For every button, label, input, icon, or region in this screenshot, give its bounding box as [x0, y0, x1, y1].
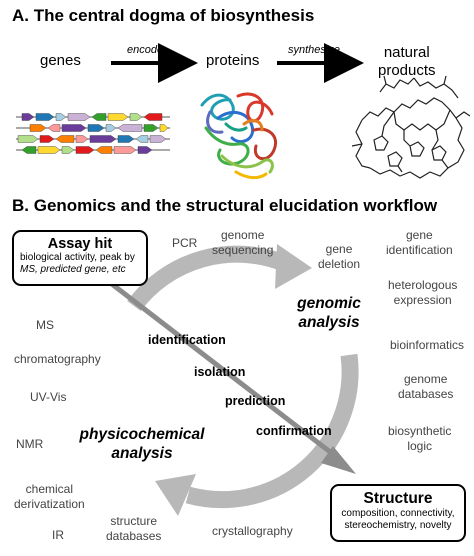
gene-arrow [67, 113, 91, 121]
term-gene-deletion-line-2: deletion [318, 257, 361, 271]
term-gene-deletion: gene deletion [318, 242, 360, 272]
term-gene-identification: gene identification [386, 228, 453, 258]
step-prediction: prediction [225, 394, 286, 408]
section-b-title: B. Genomics and the structural elucidati… [12, 196, 438, 215]
physicochemical-analysis-label: physicochemical analysis [62, 425, 222, 463]
genomic-analysis-line-2: analysis [298, 314, 360, 331]
physicochemical-analysis-line-2: analysis [111, 445, 173, 462]
term-chromatography: chromatography [14, 352, 101, 366]
cycle-arrow-bottom [185, 353, 359, 509]
step-confirmation: confirmation [256, 424, 332, 438]
term-uv-vis: UV-Vis [30, 390, 67, 404]
gene-arrow [113, 146, 137, 154]
term-gene-identification-line-1: gene [406, 228, 433, 242]
gene-arrow [75, 146, 95, 154]
gene-arrow [117, 135, 135, 143]
genomic-analysis-label: genomic analysis [286, 294, 372, 332]
term-heterologous-expression: heterologous expression [388, 278, 457, 308]
term-heterologous-expression-line-1: heterologous [388, 278, 458, 292]
term-ms: MS [36, 318, 54, 332]
gene-arrow [135, 135, 149, 143]
assay-hit-desc-line-1: biological activity, peak by [20, 252, 135, 263]
structure-desc-line-1: composition, connectivity, [341, 508, 455, 519]
step-isolation: isolation [194, 365, 246, 379]
term-nmr: NMR [16, 437, 44, 451]
gene-arrow [29, 124, 47, 132]
term-genome-databases: genome databases [398, 372, 453, 402]
assay-hit-desc-line-2: MS, predicted gene, etc [20, 264, 126, 275]
term-gene-deletion-line-1: gene [325, 242, 353, 256]
term-gene-identification-line-2: identification [386, 243, 453, 257]
protein-structure-illustration [200, 92, 277, 180]
gene-arrow [61, 146, 75, 154]
gene-arrow [149, 135, 167, 143]
term-structure-databases: structure databases [106, 514, 161, 544]
term-genome-sequencing-line-2: sequencing [212, 243, 274, 257]
gene-arrow [39, 135, 55, 143]
gene-arrow [55, 135, 75, 143]
term-genome-sequencing: genome sequencing [212, 228, 273, 258]
workflow-diagonal-line [102, 276, 340, 460]
term-genome-databases-line-2: databases [398, 387, 454, 401]
gene-arrow [143, 124, 159, 132]
term-pcr: PCR [172, 236, 198, 250]
structure-desc-line-2: stereochemistry, novelty [344, 520, 452, 531]
gene-arrow [91, 113, 107, 121]
encode-label: encode [127, 44, 164, 56]
natural-products-line-2: products [378, 62, 436, 79]
term-genome-databases-line-1: genome [404, 372, 448, 386]
gene-arrow [35, 113, 55, 121]
gene-arrow [21, 113, 35, 121]
structure-box: Structure composition, connectivity, ste… [330, 484, 466, 542]
term-structure-databases-line-2: databases [106, 529, 162, 543]
gene-cluster-illustration [16, 113, 170, 154]
term-ir: IR [52, 528, 64, 542]
term-genome-sequencing-line-1: genome [221, 228, 265, 242]
proteins-label: proteins [206, 52, 260, 69]
gene-arrow [55, 113, 67, 121]
gene-arrow [117, 124, 143, 132]
term-biosynthetic-logic-line-1: biosynthetic [388, 424, 452, 438]
natural-products-line-1: natural [383, 44, 430, 61]
workflow-diagonal-arrowhead [321, 446, 356, 474]
gene-arrow [137, 146, 153, 154]
gene-arrow [89, 135, 117, 143]
term-chemical-derivatization: chemical derivatization [14, 482, 85, 512]
genomic-analysis-line-1: genomic [297, 295, 361, 312]
term-crystallography: crystallography [212, 524, 293, 538]
gene-arrow [37, 146, 61, 154]
physicochemical-analysis-line-1: physicochemical [79, 426, 205, 443]
gene-arrow [75, 135, 89, 143]
natural-products-label: natural products [378, 44, 436, 80]
gene-arrow [17, 135, 39, 143]
cycle-arrow-top [127, 245, 290, 312]
term-biosynthetic-logic: biosynthetic logic [388, 424, 451, 454]
assay-hit-box: Assay hit biological activity, peak by M… [12, 230, 148, 286]
gene-arrow [129, 113, 143, 121]
assay-hit-title: Assay hit [47, 236, 113, 252]
natural-product-structure-illustration [351, 75, 471, 179]
gene-arrow [61, 124, 87, 132]
term-chemical-derivatization-line-1: chemical [25, 482, 74, 496]
gene-arrow [105, 124, 117, 132]
structure-title: Structure [363, 490, 433, 507]
gene-arrow [159, 124, 169, 132]
gene-arrow [107, 113, 129, 121]
genes-label: genes [40, 52, 81, 69]
cycle-arrowhead-bottom [155, 474, 196, 516]
gene-arrow [21, 146, 37, 154]
term-heterologous-expression-line-2: expression [393, 293, 452, 307]
step-identification: identification [148, 333, 226, 347]
cycle-arrowhead-top [275, 244, 312, 289]
term-bioinformatics: bioinformatics [390, 338, 465, 352]
section-a-title: A. The central dogma of biosynthesis [12, 6, 315, 25]
gene-arrow [87, 124, 105, 132]
term-chemical-derivatization-line-2: derivatization [14, 497, 85, 511]
gene-arrow [47, 124, 61, 132]
term-biosynthetic-logic-line-2: logic [407, 439, 433, 453]
gene-arrow [95, 146, 113, 154]
gene-arrow [143, 113, 163, 121]
term-structure-databases-line-1: structure [110, 514, 158, 528]
